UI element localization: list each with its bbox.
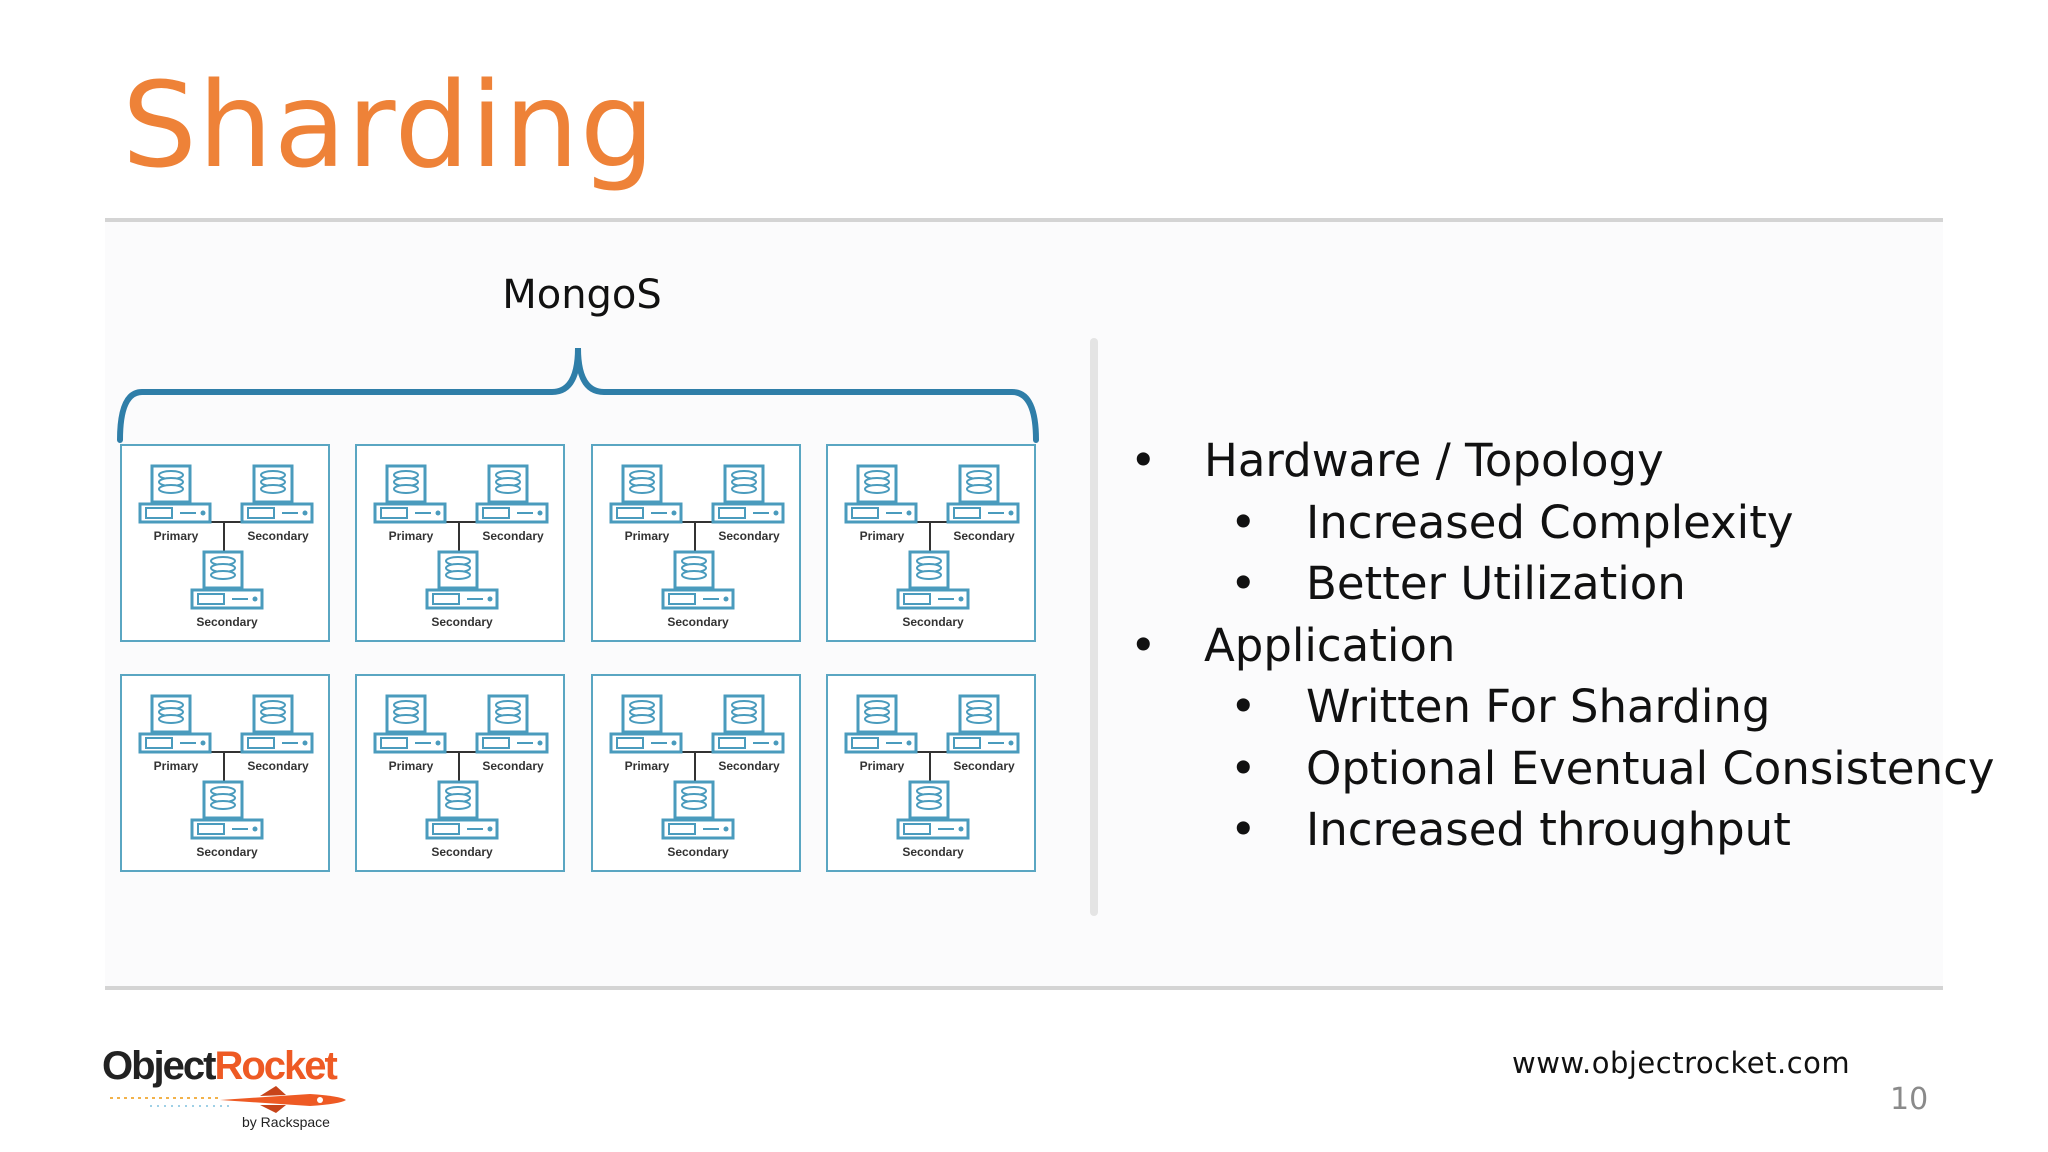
database-server-icon (190, 550, 264, 610)
primary-label: Primary (860, 759, 905, 773)
secondary-label: Secondary (667, 845, 729, 859)
bullet-dot: • (1230, 495, 1257, 549)
database-server-icon (896, 780, 970, 840)
bullet-dot: • (1230, 741, 1257, 795)
bullet-text: Hardware / Topology (1204, 434, 1664, 487)
database-server-icon (609, 694, 683, 754)
database-server-icon (711, 694, 785, 754)
logo-wordmark: ObjectRocket (102, 1044, 338, 1088)
database-server-icon (946, 694, 1020, 754)
bullet-dot: • (1230, 680, 1257, 733)
bottom-divider (105, 986, 1943, 990)
database-server-icon (138, 694, 212, 754)
bullet-text: Better Utilization (1306, 557, 1686, 610)
bullet-text: Application (1204, 618, 1456, 672)
secondary-label: Secondary (718, 529, 780, 543)
bullet-dot: • (1230, 803, 1257, 856)
database-server-icon (240, 464, 314, 524)
database-server-icon (661, 550, 735, 610)
database-server-icon (475, 464, 549, 524)
primary-label: Primary (625, 529, 670, 543)
bullet-text: Increased Complexity (1306, 495, 1794, 549)
database-server-icon (844, 694, 918, 754)
bullet-text: Optional Eventual Consistency (1306, 741, 1995, 795)
bullet-dot: • (1130, 618, 1157, 672)
page-number: 10 (1890, 1082, 1929, 1117)
bullet-text: Increased throughput (1306, 803, 1791, 856)
secondary-label: Secondary (718, 759, 780, 773)
secondary-label: Secondary (482, 759, 544, 773)
database-server-icon (138, 464, 212, 524)
primary-label: Primary (389, 759, 434, 773)
database-server-icon (844, 464, 918, 524)
database-server-icon (661, 780, 735, 840)
database-server-icon (373, 464, 447, 524)
database-server-icon (240, 694, 314, 754)
website-url: www.objectrocket.com (1512, 1046, 1851, 1080)
database-server-icon (425, 780, 499, 840)
mongos-label: MongoS (502, 272, 662, 318)
database-server-icon (711, 464, 785, 524)
database-server-icon (896, 550, 970, 610)
secondary-label: Secondary (431, 615, 493, 629)
primary-label: Primary (154, 529, 199, 543)
rocket-icon (110, 1086, 346, 1113)
database-server-icon (946, 464, 1020, 524)
bullet-text: Written For Sharding (1306, 680, 1771, 733)
primary-label: Primary (625, 759, 670, 773)
secondary-label: Secondary (667, 615, 729, 629)
secondary-label: Secondary (247, 759, 309, 773)
database-server-icon (373, 694, 447, 754)
secondary-label: Secondary (196, 615, 258, 629)
logo-subtitle: by Rackspace (242, 1114, 330, 1130)
bullet-dot: • (1230, 557, 1257, 610)
database-server-icon (425, 550, 499, 610)
secondary-label: Secondary (247, 529, 309, 543)
secondary-label: Secondary (196, 845, 258, 859)
primary-label: Primary (389, 529, 434, 543)
database-server-icon (475, 694, 549, 754)
primary-label: Primary (860, 529, 905, 543)
bullet-dot: • (1130, 434, 1157, 487)
slide-title: Sharding (122, 56, 656, 194)
secondary-label: Secondary (431, 845, 493, 859)
top-divider (105, 218, 1943, 222)
mongos-brace (117, 347, 1039, 443)
objectrocket-logo: ObjectRocket by Rackspace (100, 1040, 350, 1140)
secondary-label: Secondary (902, 615, 964, 629)
primary-label: Primary (154, 759, 199, 773)
secondary-label: Secondary (953, 759, 1015, 773)
database-server-icon (609, 464, 683, 524)
database-server-icon (190, 780, 264, 840)
secondary-label: Secondary (902, 845, 964, 859)
secondary-label: Secondary (482, 529, 544, 543)
vertical-divider (1090, 338, 1098, 916)
secondary-label: Secondary (953, 529, 1015, 543)
